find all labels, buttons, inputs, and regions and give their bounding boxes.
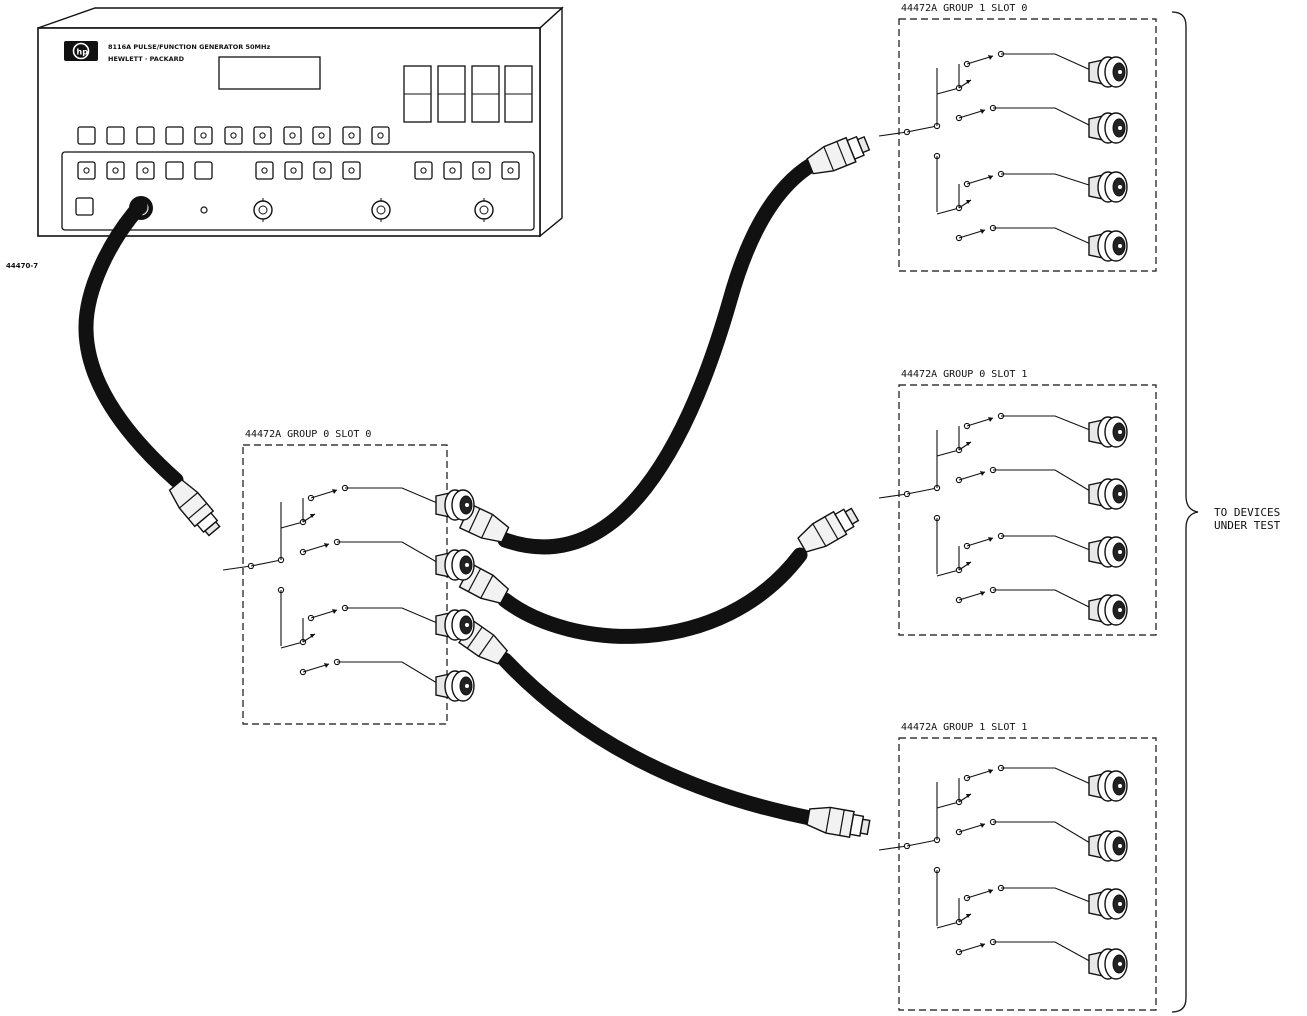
generator-key-8[interactable] (283, 126, 302, 145)
generator-power-button[interactable] (75, 197, 94, 216)
generator-bnc-3[interactable] (474, 198, 494, 222)
generator-control-key-8[interactable] (313, 161, 332, 180)
output-label-line1: TO DEVICES (1214, 506, 1280, 519)
module-group0-slot0-frame (242, 444, 448, 725)
generator-digit-display (403, 65, 533, 123)
generator-bnc-2[interactable] (371, 198, 391, 222)
svg-text:hp: hp (77, 48, 89, 57)
generator-key-7[interactable] (253, 126, 272, 145)
generator-control-key-10[interactable] (414, 161, 433, 180)
figure-id: 44470-7 (6, 262, 38, 270)
generator-key-10[interactable] (342, 126, 361, 145)
brace-icon (1171, 11, 1199, 1013)
plug-g0s1 (797, 507, 860, 553)
relay-modules: 44472A GROUP 1 SLOT 0 44472A GROUP 0 SLOT… (222, 3, 1157, 1011)
generator-control-key-3[interactable] (136, 161, 155, 180)
generator-button-row-middle (77, 161, 520, 180)
generator-key-1[interactable] (77, 126, 96, 145)
module-group1-slot0-frame (898, 18, 1157, 272)
module-group0-slot0-bnc-connector-1[interactable] (435, 489, 475, 521)
generator-model-title: 8116A PULSE/FUNCTION GENERATOR 50MHz (108, 43, 270, 51)
coax-cables (78, 152, 828, 826)
hp-logo-icon: hp (64, 41, 98, 61)
relay-switch-icon (878, 412, 1096, 611)
module-group0-slot1-bnc-connector-1[interactable] (1088, 416, 1128, 448)
generator-bnc-1[interactable] (253, 198, 273, 222)
generator-control-key-6[interactable] (255, 161, 274, 180)
module-group0-slot1-label: 44472A GROUP 0 SLOT 1 (901, 369, 1027, 380)
generator-control-key-12[interactable] (472, 161, 491, 180)
module-group0-slot1-bnc-connector-3[interactable] (1088, 536, 1128, 568)
module-group1-slot1-bnc-connector-4[interactable] (1088, 948, 1128, 980)
generator-key-11[interactable] (371, 126, 390, 145)
module-group1-slot0-bnc-connector-3[interactable] (1088, 171, 1128, 203)
generator-brand: HEWLETT · PACKARD (108, 55, 185, 63)
module-group1-slot0-bnc-connector-4[interactable] (1088, 230, 1128, 262)
relay-switch-icon (222, 484, 443, 687)
generator-control-key-1[interactable] (77, 161, 96, 180)
coax-cable-to-g1s0 (497, 152, 828, 555)
plug-g1s0 (806, 135, 871, 175)
coax-cable-to-g0s1 (497, 547, 808, 644)
plug-generator-end (168, 478, 221, 537)
coax-cable-to-g1s1 (497, 652, 818, 826)
module-group0-slot1: 44472A GROUP 0 SLOT 1 (878, 369, 1157, 636)
coax-cable-generator (78, 198, 184, 488)
module-group1-slot1-bnc-connector-1[interactable] (1088, 770, 1128, 802)
generator-top (37, 7, 564, 29)
module-group0-slot0-bnc-connector-3[interactable] (435, 609, 475, 641)
module-group1-slot1-bnc-connector-2[interactable] (1088, 830, 1128, 862)
plug-g1s1 (806, 806, 871, 839)
module-group1-slot0-bnc-connector-2[interactable] (1088, 112, 1128, 144)
module-group1-slot0-bnc-connector-1[interactable] (1088, 56, 1128, 88)
generator-side (539, 6, 563, 238)
cable-plugs (168, 135, 871, 839)
pulse-function-generator: hp 8116A PULSE/FUNCTION GENERATOR 50MHz … (37, 6, 564, 238)
output-label-line2: UNDER TEST (1214, 519, 1281, 532)
generator-control-key-2[interactable] (106, 161, 125, 180)
module-group0-slot1-bnc-connector-4[interactable] (1088, 594, 1128, 626)
generator-display (218, 56, 321, 90)
module-group1-slot1: 44472A GROUP 1 SLOT 1 (878, 722, 1157, 1011)
generator-control-key-11[interactable] (443, 161, 462, 180)
generator-control-key-4[interactable] (165, 161, 184, 180)
generator-control-key-13[interactable] (501, 161, 520, 180)
relay-switch-icon (878, 50, 1096, 247)
generator-key-6[interactable] (224, 126, 243, 145)
generator-key-3[interactable] (136, 126, 155, 145)
module-group1-slot1-bnc-connector-3[interactable] (1088, 888, 1128, 920)
module-group1-slot0-label: 44472A GROUP 1 SLOT 0 (901, 3, 1027, 14)
module-group0-slot0-bnc-connector-4[interactable] (435, 670, 475, 702)
module-group0-slot1-bnc-connector-2[interactable] (1088, 478, 1128, 510)
module-group0-slot0-bnc-connector-2[interactable] (435, 549, 475, 581)
generator-key-4[interactable] (165, 126, 184, 145)
generator-control-key-5[interactable] (194, 161, 213, 180)
generator-key-9[interactable] (312, 126, 331, 145)
generator-control-area (61, 151, 535, 231)
relay-switch-icon (878, 764, 1096, 965)
generator-control-key-7[interactable] (284, 161, 303, 180)
module-group1-slot1-label: 44472A GROUP 1 SLOT 1 (901, 722, 1027, 733)
module-group0-slot0: 44472A GROUP 0 SLOT 0 (222, 429, 475, 725)
generator-control-key-9[interactable] (342, 161, 361, 180)
generator-key-2[interactable] (106, 126, 125, 145)
generator-key-5[interactable] (194, 126, 213, 145)
module-group1-slot0: 44472A GROUP 1 SLOT 0 (878, 3, 1157, 272)
generator-button-row-top (77, 126, 390, 145)
generator-indicator-led (200, 206, 208, 214)
module-group0-slot0-label: 44472A GROUP 0 SLOT 0 (245, 429, 371, 440)
